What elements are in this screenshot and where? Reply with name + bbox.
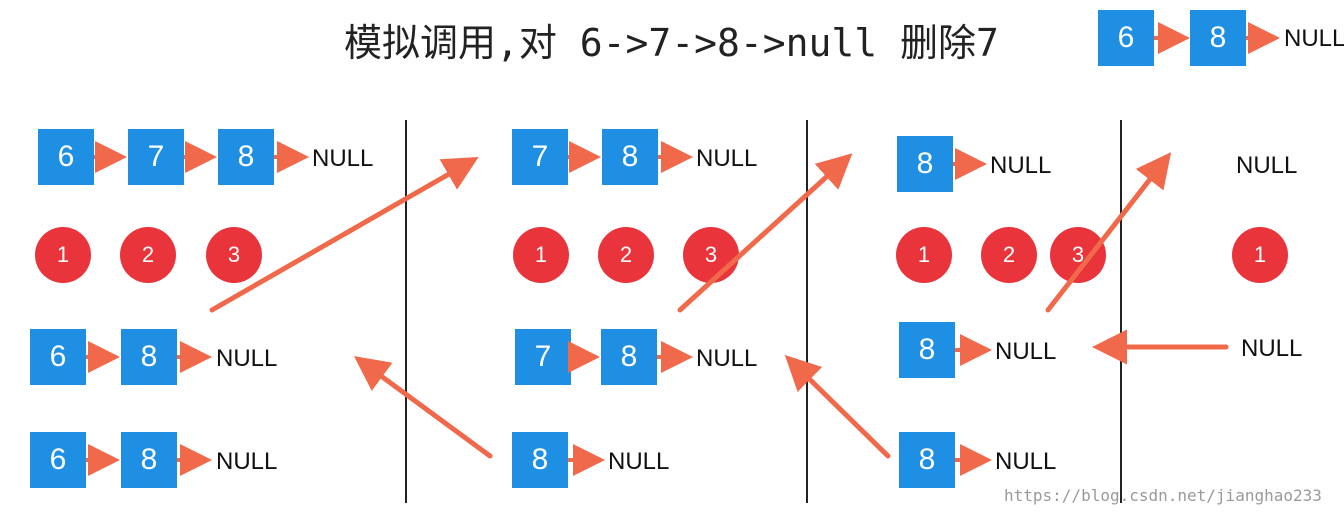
result-node-1: 6 [1098,10,1154,66]
return-arrow [784,355,891,459]
col1-top-null: NULL [312,145,374,172]
result-null-label: NULL [1284,25,1344,52]
col2-bottom-node-1: 8 [512,432,568,488]
col2-step-1: 1 [513,227,569,283]
col2-bottom-null: NULL [608,448,670,475]
col1-top-node-1: 6 [38,129,94,185]
col3-step-2: 2 [981,227,1037,283]
col1-bottom-null: NULL [216,448,278,475]
col2-top-null: NULL [696,145,758,172]
col3-step-1: 1 [896,227,952,283]
col4-mid-null: NULL [1241,335,1303,362]
col3-mid-node-1: 8 [899,322,955,378]
col4-top-null: NULL [1236,152,1298,179]
call-arrow [209,157,479,313]
col2-mid-node-2: 8 [601,329,657,385]
page-title: 模拟调用,对 6->7->8->null 删除7 [344,21,999,65]
col2-step-3: 3 [683,227,739,283]
col1-step-1: 1 [35,227,91,283]
col3-bottom-null: NULL [995,448,1057,475]
col2-top-node-1: 7 [512,129,568,185]
col1-mid-null: NULL [216,345,278,372]
col1-bottom-node-1: 6 [30,432,86,488]
col2-top-node-2: 8 [602,129,658,185]
return-arrow [353,356,493,459]
divider-1 [405,120,407,503]
col2-mid-node-1: 7 [515,329,571,385]
col1-bottom-node-2: 8 [121,432,177,488]
col1-top-node-3: 8 [218,129,274,185]
col1-step-2: 2 [120,227,176,283]
divider-3 [1120,120,1122,503]
result-node-2: 8 [1190,10,1246,66]
call-arrow [1045,152,1172,313]
col1-step-3: 3 [206,227,262,283]
watermark: https://blog.csdn.net/jianghao233 [1004,486,1322,505]
col1-top-node-2: 7 [128,129,184,185]
col3-top-node-1: 8 [897,136,953,192]
col3-bottom-node-1: 8 [899,432,955,488]
divider-2 [806,120,808,503]
col3-mid-null: NULL [995,338,1057,365]
col3-top-null: NULL [990,152,1052,179]
call-arrow [677,153,853,313]
col1-mid-node-1: 6 [30,329,86,385]
col4-step-1: 1 [1232,227,1288,283]
col2-mid-null: NULL [696,345,758,372]
col2-step-2: 2 [598,227,654,283]
col1-mid-node-2: 8 [121,329,177,385]
